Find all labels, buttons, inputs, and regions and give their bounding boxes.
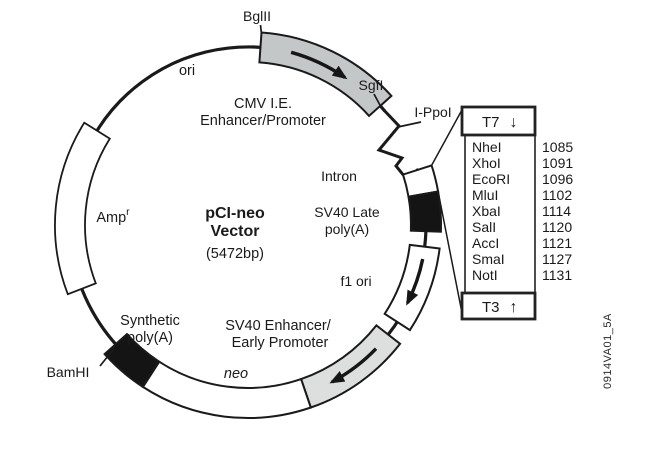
vector-title: pCI-neo Vector (5472bp) bbox=[205, 205, 265, 262]
segment-f1-ori bbox=[383, 243, 441, 332]
label-sv40late-line2: poly(A) bbox=[325, 221, 369, 237]
site-position: 1102 bbox=[542, 187, 572, 203]
label-synthetic-line2: poly(A) bbox=[127, 330, 173, 346]
site-position: 1114 bbox=[542, 203, 571, 219]
mcs-callout-line-top bbox=[430, 107, 464, 166]
vector-name-line1: pCI-neo bbox=[205, 205, 265, 222]
label-sgfi: SgfI bbox=[359, 77, 384, 93]
site-position: 1096 bbox=[542, 171, 573, 187]
t3-promoter-label: T3↑ bbox=[482, 299, 518, 316]
label-ori: ori bbox=[179, 63, 195, 79]
t3-direction-arrow-icon: ↑ bbox=[510, 299, 518, 316]
enzyme-name: NheI bbox=[472, 139, 502, 155]
site-position: 1120 bbox=[542, 219, 572, 235]
segment-sv40-late-polya bbox=[407, 190, 442, 233]
label-amp-resistance: Ampr bbox=[96, 206, 130, 226]
label-cmv-line2: Enhancer/Promoter bbox=[200, 113, 326, 129]
segment-amp-resistance bbox=[54, 121, 112, 296]
label-bglii: BglII bbox=[243, 8, 271, 24]
intron-zigzag bbox=[376, 109, 405, 177]
segment-synthetic-polya bbox=[103, 332, 161, 389]
label-f1-ori: f1 ori bbox=[340, 273, 371, 289]
site-position: 1085 bbox=[542, 139, 573, 155]
plasmid-backbone bbox=[68, 45, 428, 405]
t7-promoter-label: T7↓ bbox=[482, 114, 518, 131]
enzyme-name: SalI bbox=[472, 219, 496, 235]
ippoi-tick bbox=[397, 121, 422, 128]
label-synthetic-line1: Synthetic bbox=[120, 313, 180, 329]
vector-name-line2: Vector bbox=[211, 223, 260, 240]
t3-promoter-box bbox=[460, 291, 537, 321]
enzyme-name: NotI bbox=[472, 267, 498, 283]
enzyme-name: XhoI bbox=[472, 155, 501, 171]
t7-promoter-box bbox=[460, 105, 537, 137]
label-sv40ep-line1: SV40 Enhancer/ bbox=[225, 318, 332, 334]
label-sv40ep-line2: Early Promoter bbox=[232, 335, 329, 351]
f1-ori-direction-arrow bbox=[405, 258, 425, 306]
figure-code: 0914VA01_5A bbox=[602, 313, 614, 389]
enzyme-name: MluI bbox=[472, 187, 498, 203]
label-neo: neo bbox=[224, 366, 248, 382]
label-intron: Intron bbox=[321, 168, 357, 184]
sgfi-tick bbox=[373, 93, 382, 108]
vector-size: (5472bp) bbox=[206, 246, 264, 262]
site-position: 1121 bbox=[542, 235, 572, 251]
label-ippoi: I-PpoI bbox=[414, 104, 451, 120]
mcs-callout-line-bottom bbox=[437, 191, 464, 319]
label-cmv-line1: CMV I.E. bbox=[234, 96, 292, 112]
enzyme-name: EcoRI bbox=[472, 171, 510, 187]
label-sv40late-line1: SV40 Late bbox=[314, 204, 380, 220]
label-bamhi: BamHI bbox=[47, 364, 90, 380]
bamhi-tick bbox=[99, 344, 118, 367]
site-position: 1127 bbox=[542, 251, 572, 267]
bglii-tick bbox=[259, 24, 263, 35]
site-position: 1131 bbox=[542, 267, 572, 283]
enzyme-name: SmaI bbox=[472, 251, 505, 267]
sv40ep-direction-arrow bbox=[329, 347, 378, 384]
t7-direction-arrow-icon: ↓ bbox=[510, 114, 518, 131]
enzyme-name: XbaI bbox=[472, 203, 501, 219]
enzyme-name: AccI bbox=[472, 235, 499, 251]
site-position: 1091 bbox=[542, 155, 573, 171]
cmv-direction-arrow bbox=[290, 50, 348, 80]
